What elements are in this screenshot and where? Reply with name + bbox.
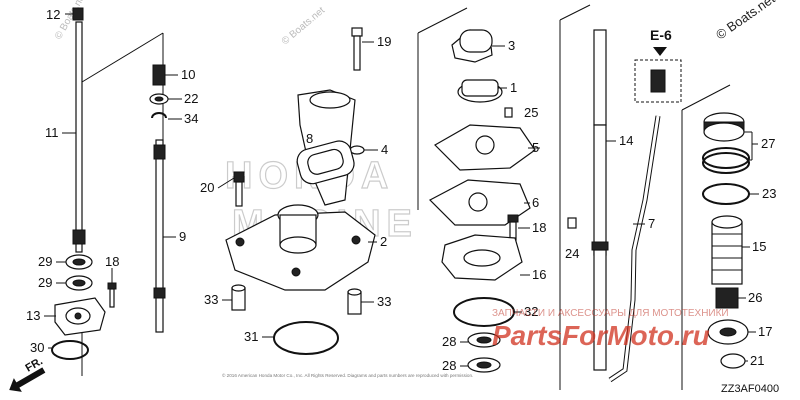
- inset-e6: E-6: [634, 27, 682, 103]
- callout-5: 5: [532, 140, 539, 155]
- callout-17: 17: [758, 324, 772, 339]
- part-18-bolt-left: [107, 282, 117, 308]
- callout-9: 9: [179, 229, 186, 244]
- shop-watermark-logo: PartsForMoto.ru: [492, 320, 710, 351]
- part-30-oring: [51, 340, 89, 360]
- callout-24: 24: [565, 246, 579, 261]
- part-19-bolt: [351, 27, 363, 71]
- part-3-impeller-housing: [451, 29, 493, 63]
- callout-20: 20: [200, 180, 214, 195]
- diagram-code: ZZ3AF0400: [721, 383, 779, 395]
- callout-23: 23: [762, 186, 776, 201]
- shop-watermark: ЗАПЧАСТИ И АКСЕССУАРЫ ДЛЯ МОТОТЕХНИКИ Pa…: [492, 308, 729, 351]
- part-23-shim: [702, 183, 750, 205]
- callout-33-left: 33: [204, 292, 218, 307]
- callout-18-right: 18: [532, 220, 546, 235]
- part-33-dowel-left: [231, 284, 246, 311]
- part-21-washer: [720, 353, 746, 369]
- part-34-clip: [151, 112, 167, 119]
- front-arrow-icon: [9, 367, 46, 392]
- part-29-lower: [65, 275, 93, 291]
- part-29-upper: [65, 254, 93, 270]
- part-2-pump-case: [225, 204, 376, 291]
- part-11-shift-rod: [72, 21, 86, 253]
- callout-25: 25: [524, 105, 538, 120]
- part-5-plate: [434, 124, 536, 171]
- callout-26: 26: [748, 290, 762, 305]
- part-28-seal-upper: [467, 332, 501, 348]
- part-28-seal-lower: [467, 357, 501, 373]
- callout-29-lower: 29: [38, 275, 52, 290]
- callout-8: 8: [306, 131, 313, 146]
- callout-14: 14: [619, 133, 633, 148]
- part-7-tube: [608, 115, 661, 383]
- watermark-top-center: © Boats.net: [280, 5, 327, 47]
- shop-watermark-subtitle: ЗАПЧАСТИ И АКСЕССУАРЫ ДЛЯ МОТОТЕХНИКИ: [492, 308, 729, 319]
- part-15-sleeve: [711, 215, 743, 285]
- callout-15: 15: [752, 239, 766, 254]
- callout-28-lower: 28: [442, 358, 456, 373]
- callout-33-right: 33: [377, 294, 391, 309]
- part-26-needle-bearing: [715, 287, 739, 309]
- callout-29-upper: 29: [38, 254, 52, 269]
- part-22-washer: [149, 93, 169, 105]
- part-16-base: [441, 234, 523, 281]
- part-27-bearing: [703, 112, 745, 142]
- part-27-race: [702, 147, 750, 174]
- part-13-housing: [54, 297, 106, 336]
- callout-31: 31: [244, 329, 258, 344]
- part-24-pin: [567, 217, 577, 229]
- callout-11: 11: [45, 125, 59, 140]
- callout-34: 34: [184, 111, 198, 126]
- part-9-shaft: [153, 139, 166, 333]
- callout-19: 19: [377, 34, 391, 49]
- callout-1: 1: [510, 80, 517, 95]
- callout-12: 12: [46, 7, 60, 22]
- callout-16: 16: [532, 267, 546, 282]
- callout-30: 30: [30, 340, 44, 355]
- callout-10: 10: [181, 67, 195, 82]
- callout-3: 3: [508, 38, 515, 53]
- direction-indicator: FR.: [9, 355, 46, 392]
- part-14-driveshaft: [591, 29, 609, 371]
- copyright-text: © 2016 American Honda Motor Co., Inc. Al…: [222, 372, 473, 378]
- callout-13: 13: [26, 308, 40, 323]
- part-25-key: [504, 107, 513, 118]
- part-18-bolt-right: [507, 214, 519, 241]
- watermark-top-right: © Boats.net: [713, 0, 778, 42]
- callout-18-left: 18: [105, 254, 119, 269]
- callout-32: 32: [524, 304, 538, 319]
- part-12-clip: [72, 7, 84, 21]
- part-1-impeller: [457, 79, 503, 103]
- callout-7: 7: [648, 216, 655, 231]
- inset-label: E-6: [650, 27, 672, 43]
- callout-22: 22: [184, 91, 198, 106]
- part-31-oring: [273, 321, 339, 355]
- part-20-bolt: [233, 171, 245, 207]
- callout-28-upper: 28: [442, 334, 456, 349]
- callout-4: 4: [381, 142, 388, 157]
- callouts: 12 11 29 29 13 30 18 10 22 34 9 19 8 4 2…: [26, 7, 776, 373]
- part-17-gear: [707, 319, 749, 345]
- callout-21: 21: [750, 353, 764, 368]
- callout-27: 27: [761, 136, 775, 151]
- part-6-gasket: [428, 179, 531, 226]
- part-10-spring: [152, 64, 166, 86]
- callout-6: 6: [532, 195, 539, 210]
- callout-2: 2: [380, 234, 387, 249]
- part-8-gasket: [296, 140, 355, 185]
- part-33-dowel-right: [347, 288, 362, 315]
